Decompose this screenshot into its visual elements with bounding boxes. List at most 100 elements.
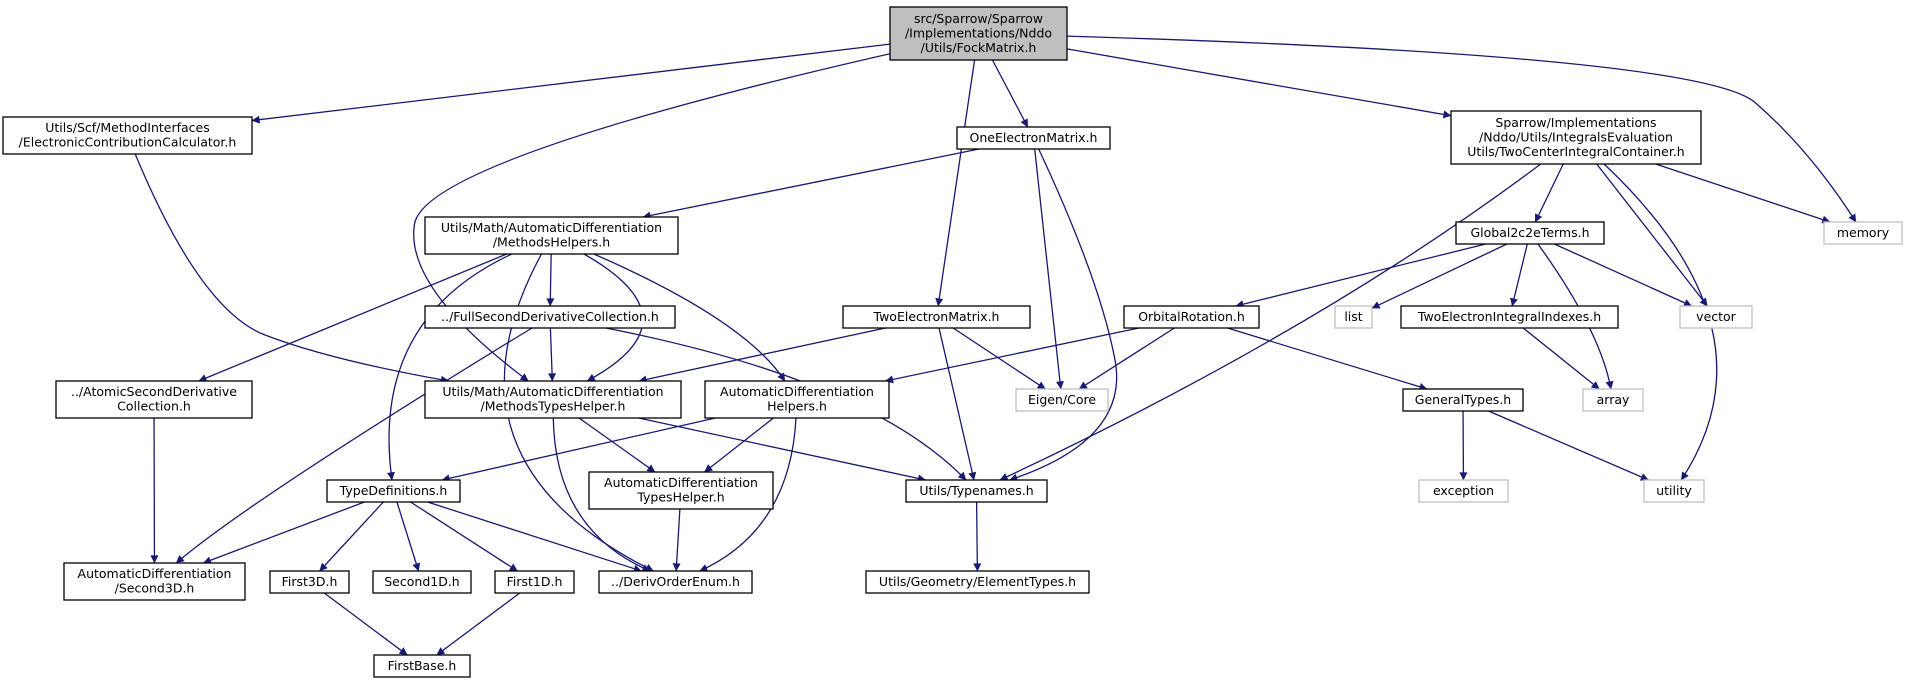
- node-box: [1334, 305, 1373, 329]
- node-box: [1015, 388, 1109, 412]
- edge-fock-to-tem: [935, 59, 976, 307]
- node-box: [1123, 305, 1260, 329]
- edge-orot-to-gt: [1227, 327, 1428, 391]
- edge-fsdc-to-mth: [548, 327, 557, 382]
- node-teii[interactable]: TwoElectronIntegralIndexes.h: [1400, 305, 1619, 329]
- node-list: list: [1334, 305, 1373, 329]
- node-ecc[interactable]: Utils/Scf/MethodInterfaces/ElectronicCon…: [2, 116, 253, 155]
- node-label: FirstBase.h: [388, 658, 457, 673]
- node-box: [63, 562, 246, 601]
- edge-oem-to-mh: [642, 148, 980, 220]
- edge-fock-to-oem: [991, 59, 1029, 128]
- node-label: list: [1344, 309, 1362, 324]
- node-s3d[interactable]: AutomaticDifferentiation/Second3D.h: [63, 562, 246, 601]
- node-et[interactable]: Utils/Geometry/ElementTypes.h: [865, 570, 1090, 594]
- edge-f3d-to-fb: [323, 592, 408, 656]
- edge-fock-to-tcic: [1066, 48, 1452, 119]
- node-box: [889, 6, 1068, 61]
- edge-mh-to-td: [386, 253, 513, 481]
- node-box: [55, 380, 253, 419]
- edge-fsdc-to-s3d: [175, 327, 533, 564]
- node-utility: utility: [1643, 479, 1705, 503]
- node-box: [1402, 388, 1524, 412]
- nodes-layer: src/Sparrow/Sparrow/Implementations/Nddo…: [2, 6, 1903, 678]
- edge-tem-to-tn: [938, 327, 977, 481]
- edge-g2c-to-teii: [1510, 243, 1528, 307]
- node-orot[interactable]: OrbitalRotation.h: [1123, 305, 1260, 329]
- node-label: /ElectronicContributionCalculator.h: [19, 135, 237, 150]
- node-label: GeneralTypes.h: [1415, 392, 1511, 407]
- node-fock[interactable]: src/Sparrow/Sparrow/Implementations/Nddo…: [889, 6, 1068, 61]
- node-box: [2, 116, 253, 155]
- node-label: src/Sparrow/Sparrow: [914, 11, 1043, 26]
- edge-mh-to-adh: [593, 253, 786, 382]
- edge-mth-to-doe: [552, 417, 651, 572]
- edge-ecc-to-mth: [134, 153, 449, 384]
- node-label: TwoElectronIntegralIndexes.h: [1417, 309, 1601, 324]
- node-oem[interactable]: OneElectronMatrix.h: [956, 126, 1111, 150]
- node-memory: memory: [1823, 221, 1903, 245]
- node-box: [1418, 479, 1509, 503]
- node-g2c[interactable]: Global2c2eTerms.h: [1455, 221, 1605, 245]
- node-tcic[interactable]: Sparrow/Implementations/Nddo/Utils/Integ…: [1450, 110, 1702, 165]
- node-label: /Implementations/Nddo: [905, 25, 1052, 40]
- node-doe[interactable]: ../DerivOrderEnum.h: [598, 570, 753, 594]
- node-label: vector: [1696, 309, 1737, 324]
- edge-mth-to-tn: [638, 417, 926, 483]
- node-box: [842, 305, 1031, 329]
- node-box: [1823, 221, 1903, 245]
- node-s1d[interactable]: Second1D.h: [372, 570, 472, 594]
- node-mh[interactable]: Utils/Math/AutomaticDifferentiation/Meth…: [424, 216, 679, 255]
- node-box: [1455, 221, 1605, 245]
- node-vector: vector: [1679, 305, 1753, 329]
- edge-tcic-to-memory: [1655, 163, 1831, 224]
- node-label: ../AtomicSecondDerivative: [71, 384, 237, 399]
- node-eigen: Eigen/Core: [1015, 388, 1109, 412]
- node-label: Global2c2eTerms.h: [1470, 225, 1589, 240]
- node-box: [1400, 305, 1619, 329]
- node-tn[interactable]: Utils/Typenames.h: [905, 479, 1048, 503]
- node-label: ../FullSecondDerivativeCollection.h: [441, 309, 659, 324]
- edge-mth-to-adth: [578, 417, 656, 473]
- node-label: TwoElectronMatrix.h: [873, 309, 1000, 324]
- node-fb[interactable]: FirstBase.h: [373, 654, 471, 678]
- node-gt[interactable]: GeneralTypes.h: [1402, 388, 1524, 412]
- node-box: [865, 570, 1090, 594]
- node-box: [956, 126, 1111, 150]
- node-label: utility: [1656, 483, 1692, 498]
- edge-g2c-to-list: [1371, 243, 1508, 309]
- edge-orot-to-eigen: [1078, 327, 1175, 390]
- node-label: Utils/TwoCenterIntegralContainer.h: [1467, 144, 1684, 159]
- node-box: [494, 570, 575, 594]
- node-label: Utils/Math/AutomaticDifferentiation: [441, 220, 662, 235]
- node-mth[interactable]: Utils/Math/AutomaticDifferentiation/Meth…: [424, 380, 682, 419]
- node-label: Utils/Typenames.h: [919, 483, 1033, 498]
- node-f3d[interactable]: First3D.h: [269, 570, 350, 594]
- node-label: ../DerivOrderEnum.h: [611, 574, 740, 589]
- edge-td-to-s1d: [396, 501, 421, 572]
- node-f1d[interactable]: First1D.h: [494, 570, 575, 594]
- edge-tn-to-et: [973, 501, 982, 572]
- edge-mh-to-asdc: [198, 253, 507, 382]
- node-tem[interactable]: TwoElectronMatrix.h: [842, 305, 1031, 329]
- node-box: [905, 479, 1048, 503]
- edge-tem-to-eigen: [952, 327, 1046, 390]
- node-label: /Second3D.h: [115, 581, 195, 596]
- node-td[interactable]: TypeDefinitions.h: [326, 479, 461, 503]
- edge-g2c-to-orot: [1235, 243, 1486, 309]
- node-label: /Utils/FockMatrix.h: [921, 40, 1037, 55]
- node-label: TypesHelper.h: [636, 490, 724, 505]
- node-box: [1643, 479, 1705, 503]
- node-label: AutomaticDifferentiation: [720, 384, 874, 399]
- node-array: array: [1582, 388, 1644, 412]
- edge-mh-to-fsdc: [546, 253, 555, 307]
- edge-adh-to-td: [441, 417, 716, 483]
- node-box: [373, 654, 471, 678]
- node-label: /Nddo/Utils/IntegralsEvaluation: [1479, 129, 1673, 144]
- node-fsdc[interactable]: ../FullSecondDerivativeCollection.h: [424, 305, 676, 329]
- edge-fock-to-ecc: [251, 43, 891, 124]
